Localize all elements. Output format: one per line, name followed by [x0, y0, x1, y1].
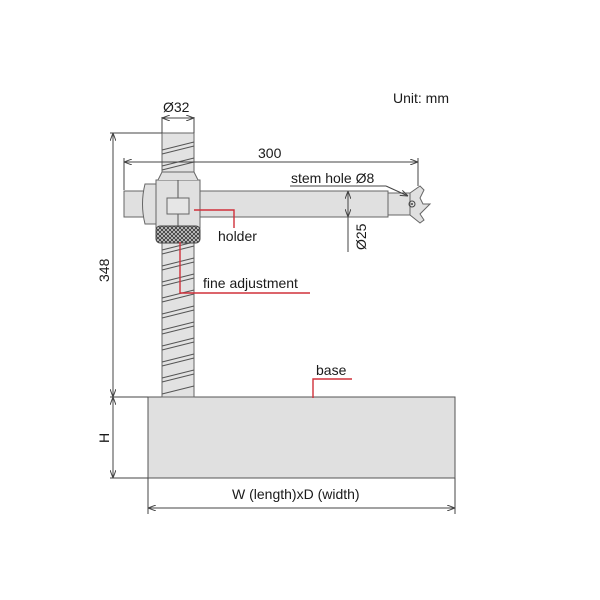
- arm-length-label: 300: [258, 145, 282, 161]
- fine-adjustment-knob: [155, 225, 201, 244]
- arm-diameter-label: Ø25: [353, 223, 369, 250]
- base-label: base: [316, 362, 347, 378]
- holder-label: holder: [218, 228, 257, 244]
- base-block: [147, 396, 456, 479]
- base-size-label: W (length)xD (width): [232, 486, 360, 502]
- unit-label: Unit: mm: [393, 90, 449, 106]
- base-height-label: H: [96, 433, 112, 443]
- holder: [142, 171, 201, 244]
- column-diameter-label: Ø32: [163, 99, 190, 115]
- callout-leaders: [179, 209, 352, 398]
- fine-adjustment-label: fine adjustment: [203, 275, 298, 291]
- dimension-lines: [110, 117, 456, 514]
- column-height-label: 348: [96, 258, 112, 282]
- stem-hole-label: stem hole Ø8: [291, 170, 374, 186]
